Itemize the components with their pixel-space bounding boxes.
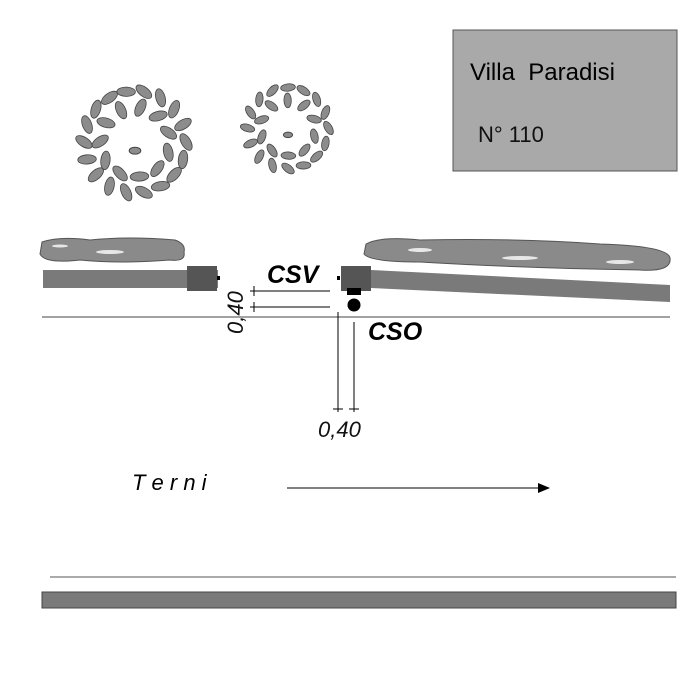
leaf — [174, 117, 192, 132]
leaf — [104, 176, 115, 196]
csv-valve-marker — [347, 288, 361, 295]
title-box: Villa Paradisi N° 110 — [452, 29, 678, 172]
leaf — [254, 149, 265, 164]
leaf — [75, 135, 93, 149]
hedge-left — [39, 237, 185, 263]
leaf — [280, 83, 296, 92]
leaf — [81, 115, 93, 134]
leaf — [239, 123, 256, 133]
villa-name: Villa Paradisi — [470, 59, 615, 86]
dimension-vertical — [250, 286, 330, 312]
tree-icon — [239, 83, 334, 175]
leaf — [155, 88, 167, 108]
dimension-horizontal — [333, 312, 359, 412]
leaf — [166, 166, 182, 183]
leaf — [129, 171, 150, 182]
leaf — [281, 162, 295, 175]
leaf — [295, 161, 312, 170]
leaf — [168, 100, 181, 119]
leaf — [160, 125, 178, 140]
leaf — [245, 105, 257, 120]
leaf — [280, 151, 297, 160]
direction-label: T e r n i — [132, 470, 208, 495]
leaf — [179, 133, 193, 151]
leaf — [177, 149, 189, 170]
leaf — [268, 157, 277, 174]
leaf — [283, 92, 292, 109]
leaf — [306, 114, 322, 124]
leaf — [310, 128, 319, 144]
leaf — [116, 86, 136, 97]
leaf — [135, 84, 153, 99]
leaf — [162, 142, 174, 162]
leaf — [266, 143, 278, 158]
cso-label: CSO — [368, 318, 423, 346]
leaf — [310, 150, 324, 163]
leaf — [112, 165, 128, 182]
csv-label: CSV — [267, 261, 321, 289]
leaf — [264, 100, 279, 112]
dimension-label-vertical: 0,40 — [223, 290, 248, 334]
tree-icon — [75, 84, 193, 202]
dimension-label-horizontal: 0,40 — [318, 417, 362, 442]
leaf — [96, 117, 116, 129]
leaf — [297, 99, 311, 112]
leaf — [255, 91, 264, 108]
leaf — [119, 183, 133, 202]
gate-post-left — [187, 266, 217, 291]
leaf — [134, 98, 147, 117]
leaf — [114, 101, 128, 120]
gate-post-right — [341, 266, 371, 291]
leaf — [77, 154, 97, 165]
leaf — [257, 129, 267, 145]
leaf — [320, 105, 331, 120]
cso-marker — [347, 298, 361, 312]
leaf — [90, 99, 102, 119]
leaf — [254, 115, 270, 125]
villa-number: N° 110 — [478, 122, 544, 147]
leaf — [296, 85, 311, 97]
direction-arrow-icon — [287, 483, 550, 493]
leaf — [150, 160, 165, 177]
leaf — [312, 91, 322, 107]
hedge-right — [363, 238, 671, 271]
wall-left — [43, 270, 218, 288]
leaf — [150, 180, 171, 192]
leaf — [134, 185, 153, 199]
leaf — [91, 134, 109, 149]
wall-right — [371, 270, 670, 302]
leaf — [321, 135, 330, 152]
leaf — [148, 110, 168, 122]
leaf — [298, 143, 311, 157]
leaf — [243, 138, 258, 149]
road-strip — [41, 591, 677, 609]
leaf — [100, 150, 111, 171]
leaf — [266, 84, 279, 97]
leaf — [323, 120, 334, 136]
